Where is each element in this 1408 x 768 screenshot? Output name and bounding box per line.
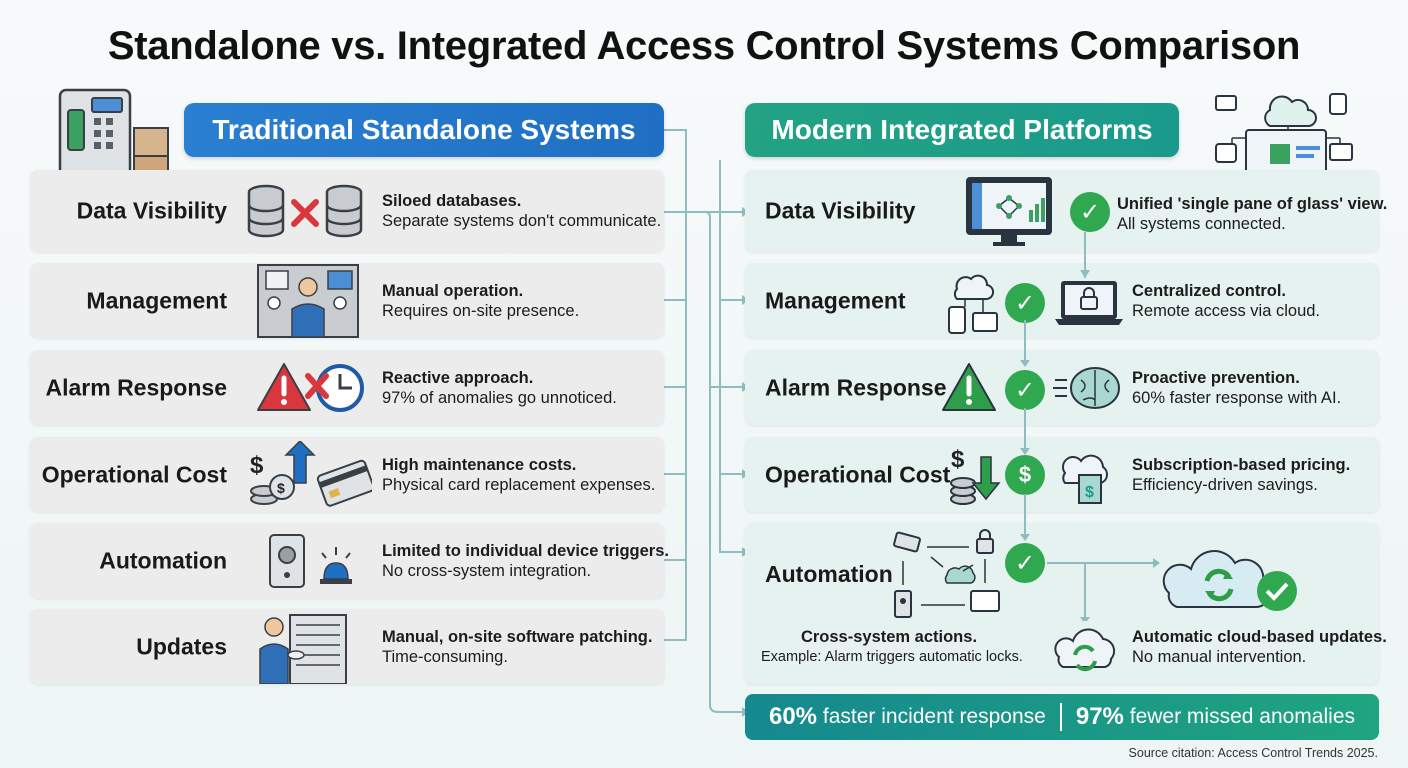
laptop-lock-icon bbox=[1055, 281, 1123, 325]
cloud-refresh-icon bbox=[1054, 628, 1116, 672]
cloud-network-icon bbox=[1215, 93, 1353, 183]
check-icon: ✓ bbox=[1005, 370, 1045, 410]
database-disconnected-icon bbox=[247, 184, 363, 238]
stats-banner: 60% faster incident response 97% fewer m… bbox=[745, 694, 1379, 740]
banner-divider bbox=[1059, 703, 1062, 731]
row-label: Updates bbox=[136, 633, 227, 659]
row-description: High maintenance costs.Physical card rep… bbox=[382, 455, 656, 494]
cloud-sync-icon bbox=[1162, 550, 1297, 611]
row-label: Data Visibility bbox=[765, 197, 916, 224]
right-row-management: Management ✓ Centralized control.Remote … bbox=[745, 263, 1379, 338]
svg-text:$: $ bbox=[277, 480, 285, 496]
row-label: Automation bbox=[765, 561, 893, 587]
right-row-data-visibility: Data Visibility ✓ Unified 'single pane o… bbox=[745, 170, 1387, 252]
row-description: Cross-system actions.Example: Alarm trig… bbox=[761, 628, 1023, 665]
dollar-check-icon: $ bbox=[1005, 455, 1045, 495]
row-description: Proactive prevention.60% faster response… bbox=[1132, 369, 1342, 407]
standalone-header: Traditional Standalone Systems bbox=[184, 103, 664, 157]
row-description: Limited to individual device triggers.No… bbox=[382, 541, 669, 580]
right-row-alarm-response: Alarm Response ✓ Proactive prevention.60… bbox=[745, 350, 1379, 425]
row-description: Unified 'single pane of glass' view.All … bbox=[1117, 195, 1388, 233]
left-row-data-visibility: Data Visibility Siloed databases.Separat… bbox=[30, 170, 664, 252]
row-description: Manual operation.Requires on-site presen… bbox=[382, 281, 580, 320]
row-label: Data Visibility bbox=[76, 197, 227, 224]
left-row-alarm-response: Alarm Response Reactive approach.97% of … bbox=[30, 350, 664, 425]
stat-value-1: 60% bbox=[768, 703, 818, 730]
cross-system-network-icon bbox=[893, 529, 1000, 618]
row-label: Management bbox=[86, 287, 227, 313]
svg-text:$: $ bbox=[250, 452, 264, 479]
left-row-operational-cost: Operational Cost $ $ High maintenance co… bbox=[30, 437, 664, 512]
dashboard-monitor-icon bbox=[966, 177, 1052, 246]
row-description-2: Automatic cloud-based updates.No manual … bbox=[1132, 628, 1387, 666]
stat-value-2: 97% bbox=[1075, 703, 1124, 730]
rising-cost-card-icon: $ $ bbox=[250, 441, 372, 507]
row-description: Reactive approach.97% of anomalies go un… bbox=[382, 368, 617, 407]
operator-control-panel-icon bbox=[257, 264, 359, 338]
row-description: Subscription-based pricing.Efficiency-dr… bbox=[1132, 456, 1351, 494]
left-row-updates: Updates Manual, on-site software patchin… bbox=[30, 609, 664, 684]
check-icon: ✓ bbox=[1005, 283, 1045, 323]
check-icon: ✓ bbox=[1005, 543, 1045, 583]
row-label: Management bbox=[765, 287, 906, 313]
alert-clock-icon bbox=[257, 363, 364, 412]
ai-brain-icon bbox=[1053, 367, 1120, 409]
integrated-header: Modern Integrated Platforms bbox=[745, 103, 1179, 157]
row-label: Alarm Response bbox=[45, 374, 227, 400]
row-label: Operational Cost bbox=[765, 461, 951, 487]
left-row-management: Management Manual operation.Requires on-… bbox=[30, 263, 664, 338]
row-description: Centralized control.Remote access via cl… bbox=[1132, 282, 1321, 320]
left-row-automation: Automation Limited to individual device … bbox=[30, 523, 669, 598]
right-row-automation: Automation ✓ Cross-system actions.Exampl… bbox=[745, 523, 1387, 684]
row-label: Operational Cost bbox=[41, 461, 227, 487]
falling-cost-icon: $ bbox=[950, 446, 1001, 505]
svg-text:$: $ bbox=[951, 446, 965, 473]
cloud-price-tag-icon: $ bbox=[1062, 454, 1108, 504]
green-alert-icon bbox=[942, 363, 996, 411]
check-icon: ✓ bbox=[1070, 192, 1110, 232]
keypad-reader-icon bbox=[58, 88, 169, 183]
row-label: Automation bbox=[99, 547, 227, 573]
device-trigger-icon bbox=[269, 534, 352, 588]
stat-text-1: faster incident response bbox=[822, 705, 1046, 728]
right-row-operational-cost: Operational Cost $ $ $ Subscription-base… bbox=[745, 437, 1379, 512]
row-label: Alarm Response bbox=[765, 374, 947, 400]
row-description: Manual, on-site software patching.Time-c… bbox=[382, 627, 653, 666]
row-description: Siloed databases.Separate systems don't … bbox=[382, 192, 662, 230]
server-technician-icon bbox=[259, 614, 347, 684]
stat-text-2: fewer missed anomalies bbox=[1129, 705, 1355, 728]
source-citation: Source citation: Access Control Trends 2… bbox=[1128, 746, 1378, 760]
page-title: Standalone vs. Integrated Access Control… bbox=[107, 24, 1301, 68]
automation-flow-arrows bbox=[1047, 558, 1160, 621]
svg-text:$: $ bbox=[1085, 484, 1094, 501]
cloud-devices-icon bbox=[948, 274, 998, 334]
